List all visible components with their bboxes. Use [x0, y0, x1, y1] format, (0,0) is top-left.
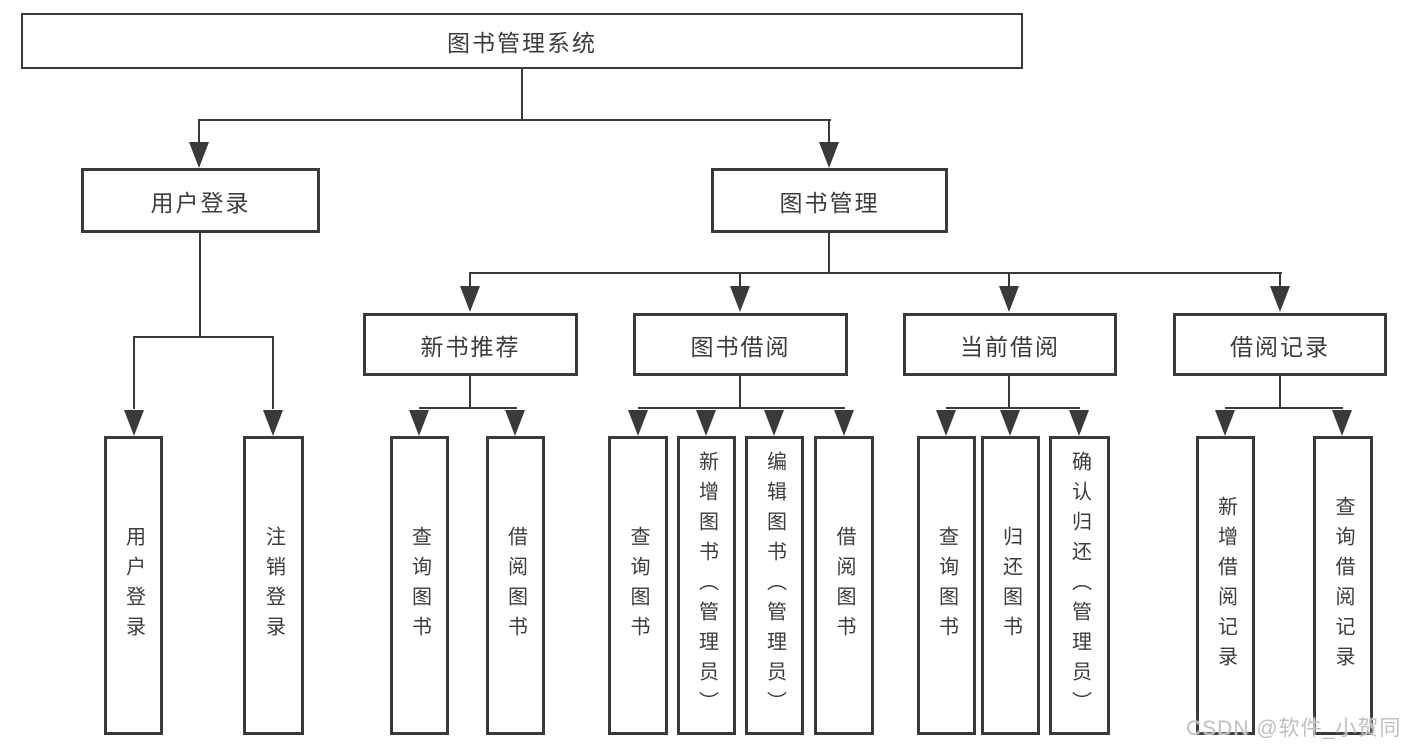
connector-line: [419, 407, 517, 409]
arrow-down-icon: [696, 410, 716, 436]
node-search-books: 查询图书: [608, 436, 668, 735]
arrow-down-icon: [460, 286, 480, 312]
connector-line: [1008, 274, 1010, 286]
connector-line: [272, 338, 274, 409]
node-search-books: 查询图书: [390, 436, 449, 735]
arrow-down-icon: [1215, 410, 1235, 436]
connector-line: [133, 338, 135, 409]
connector-line: [521, 69, 523, 119]
node-borrow-books: 借阅图书: [486, 436, 545, 735]
arrow-down-icon: [936, 410, 956, 436]
connector-line: [946, 407, 1080, 409]
node-borrowing-records: 借阅记录: [1173, 313, 1387, 376]
node-user-login-leaf: 用户登录: [104, 436, 163, 735]
node-new-book-recommendation: 新书推荐: [363, 313, 578, 376]
arrow-down-icon: [1000, 410, 1020, 436]
arrow-down-icon: [124, 410, 144, 436]
connector-line: [828, 121, 830, 143]
arrow-down-icon: [1270, 286, 1290, 312]
arrow-down-icon: [505, 410, 525, 436]
node-user-login: 用户登录: [81, 168, 320, 233]
connector-line: [1279, 274, 1281, 286]
connector-line: [469, 376, 471, 407]
connector-line: [469, 274, 471, 286]
arrow-down-icon: [999, 286, 1019, 312]
connector-line: [1008, 376, 1010, 407]
connector-line: [1279, 376, 1281, 407]
connector-line: [739, 274, 741, 286]
arrow-down-icon: [1069, 410, 1089, 436]
arrow-down-icon: [764, 410, 784, 436]
arrow-down-icon: [834, 410, 854, 436]
connector-line: [828, 233, 830, 272]
node-edit-books-admin: 编辑图书（管理员）: [745, 436, 804, 735]
node-library-management-system: 图书管理系统: [21, 13, 1023, 69]
arrow-down-icon: [409, 410, 429, 436]
connector-line: [198, 121, 200, 143]
node-search-books: 查询图书: [917, 436, 976, 735]
node-logout: 注销登录: [243, 436, 304, 735]
connector-line: [469, 272, 1282, 274]
arrow-down-icon: [189, 142, 209, 168]
node-confirm-return-admin: 确认归还（管理员）: [1049, 436, 1110, 735]
arrow-down-icon: [263, 410, 283, 436]
connector-line: [199, 233, 201, 336]
connector-line: [198, 119, 831, 121]
connector-line: [739, 376, 741, 407]
connector-line: [638, 407, 845, 409]
arrow-down-icon: [628, 410, 648, 436]
csdn-watermark: CSDN @软件_小贺同学: [1186, 717, 1402, 740]
node-add-books-admin: 新增图书（管理员）: [677, 436, 736, 735]
node-borrow-books: 借阅图书: [814, 436, 874, 735]
node-add-borrow-record: 新增借阅记录: [1196, 436, 1255, 735]
node-current-borrowing: 当前借阅: [903, 313, 1117, 376]
connector-line: [133, 336, 274, 338]
node-return-books: 归还图书: [981, 436, 1040, 735]
arrow-down-icon: [819, 142, 839, 168]
node-search-borrow-record: 查询借阅记录: [1313, 436, 1373, 735]
connector-line: [1225, 407, 1343, 409]
node-book-management: 图书管理: [711, 168, 948, 233]
arrow-down-icon: [1332, 410, 1352, 436]
arrow-down-icon: [730, 286, 750, 312]
node-book-borrowing: 图书借阅: [633, 313, 848, 376]
